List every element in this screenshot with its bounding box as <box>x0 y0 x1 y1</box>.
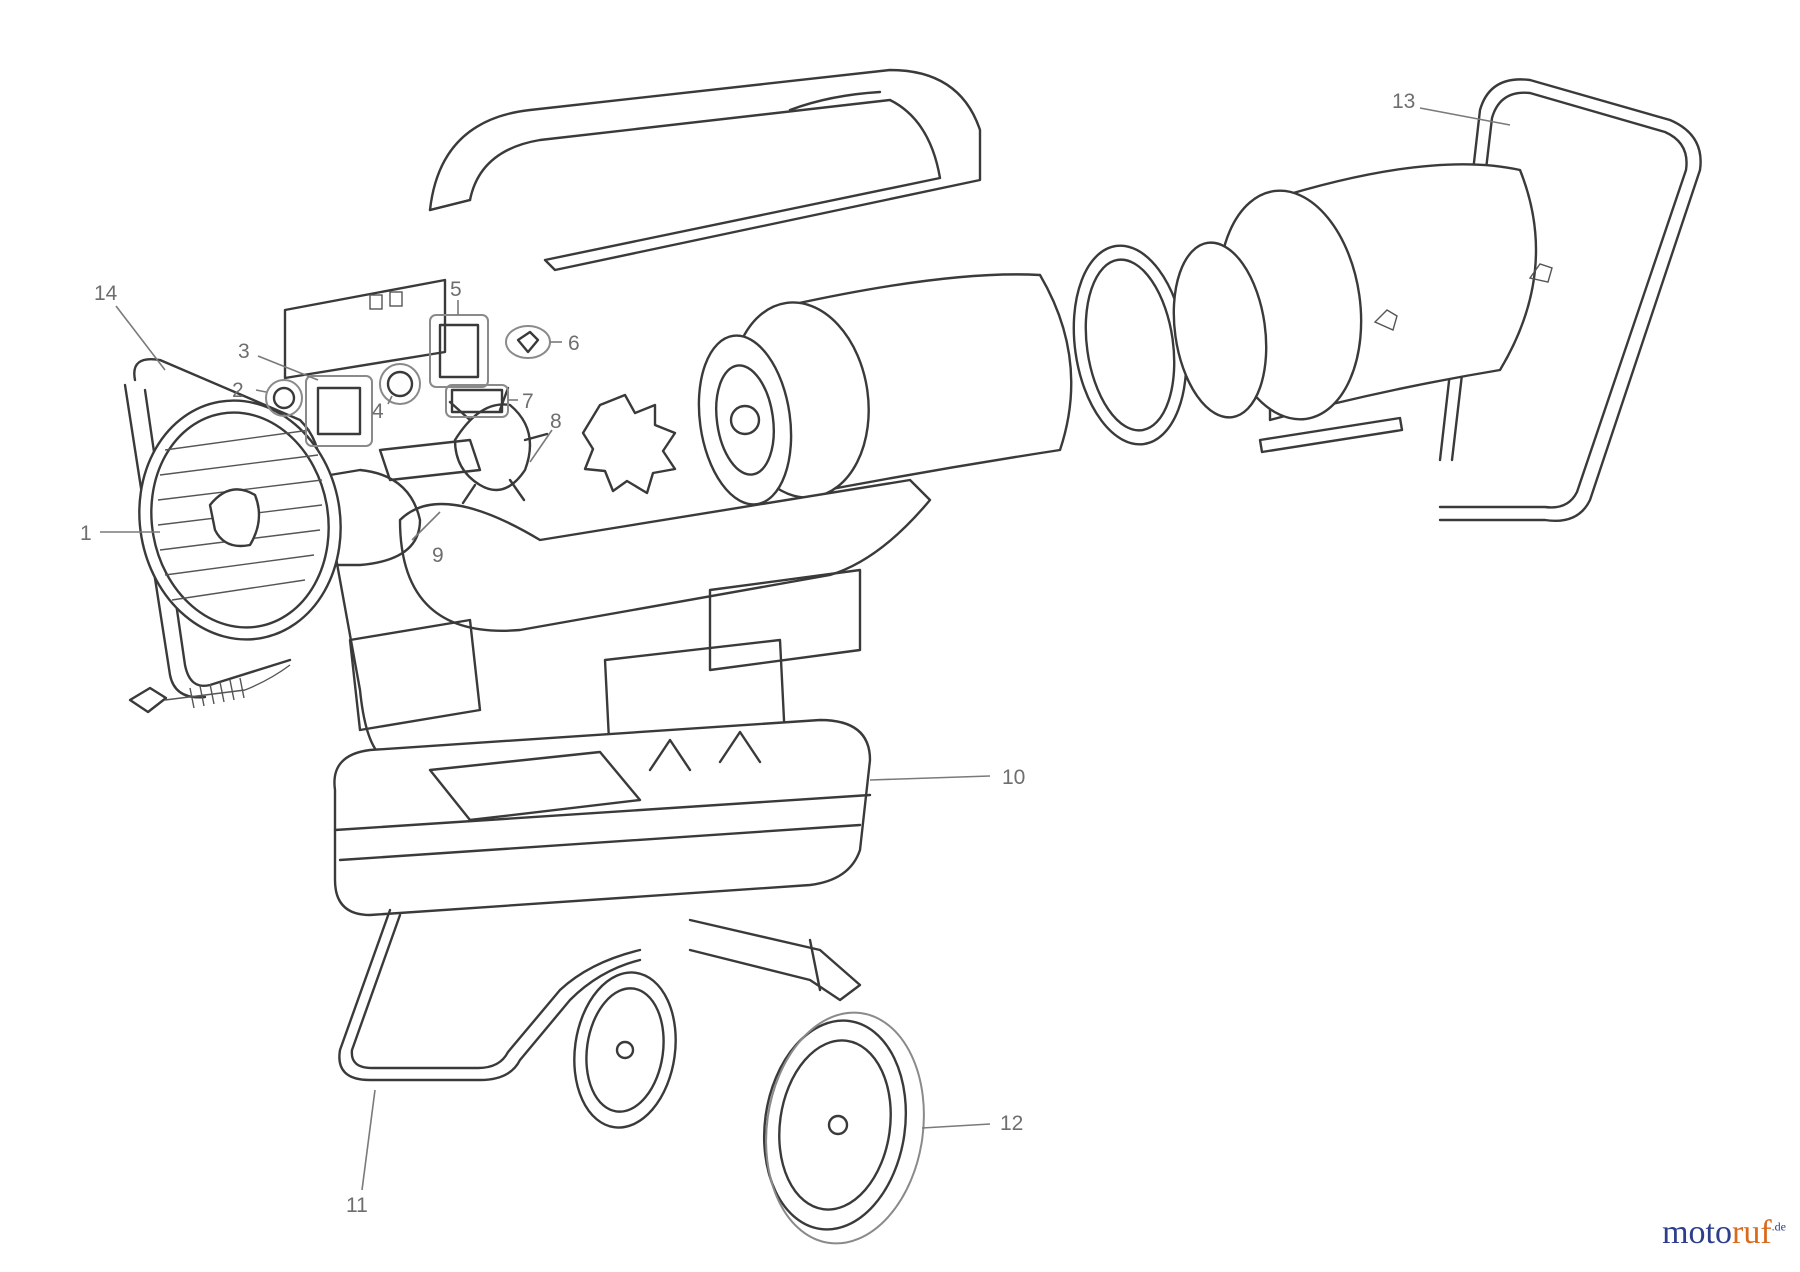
logo-text-domain: .de <box>1771 1219 1786 1234</box>
callout-13: 13 <box>1392 90 1415 113</box>
callout-markers <box>265 314 925 1245</box>
wheel <box>762 1019 908 1231</box>
top-cover <box>428 68 982 272</box>
callout-11: 11 <box>346 1194 368 1217</box>
fan-impeller <box>448 386 677 505</box>
main-housing <box>328 438 932 632</box>
wheel-axle-frame <box>338 908 862 1082</box>
callout-2: 2 <box>232 379 244 402</box>
callout-12: 12 <box>1000 1112 1023 1135</box>
callout-9: 9 <box>432 544 444 567</box>
small-parts <box>272 323 540 436</box>
logo-text-ruf: ruf <box>1732 1214 1772 1251</box>
front-grill <box>138 399 342 641</box>
fuel-tank <box>333 718 872 917</box>
motoruf-logo: motoruf.de <box>1662 1214 1786 1252</box>
leader-lines <box>100 107 1511 1191</box>
callout-10: 10 <box>1002 766 1025 789</box>
callout-5: 5 <box>450 278 462 301</box>
control-panel-plate <box>283 278 447 380</box>
callout-6: 6 <box>568 332 580 355</box>
callout-8: 8 <box>550 410 562 433</box>
flange-ring <box>1072 241 1268 446</box>
power-cord <box>128 664 291 714</box>
outer-combustion-cylinder <box>1217 163 1553 422</box>
callout-numbers: 1 2 3 4 5 6 7 8 9 10 11 12 13 14 <box>80 90 1415 1217</box>
callout-1: 1 <box>80 522 92 545</box>
callout-3: 3 <box>238 340 250 363</box>
callout-7: 7 <box>522 390 534 413</box>
rear-wheel <box>573 971 677 1129</box>
rear-frame-handle <box>1258 78 1702 522</box>
callout-4: 4 <box>372 400 384 423</box>
callout-14: 14 <box>94 282 118 305</box>
logo-text-moto: moto <box>1662 1214 1733 1251</box>
